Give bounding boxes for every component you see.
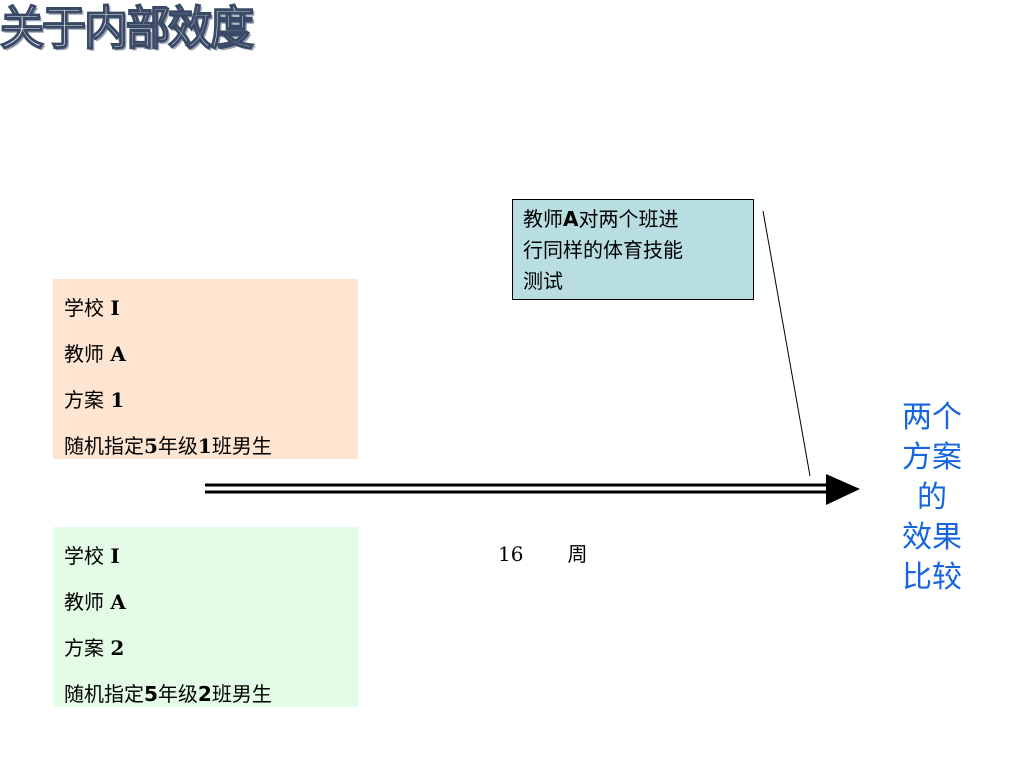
note-line-2: 行同样的体育技能 xyxy=(523,238,683,262)
note-line-1: 教师A对两个班进 xyxy=(523,207,679,231)
note-box: 教师A对两个班进 行同样的体育技能 测试 xyxy=(512,199,754,300)
duration-number: 16 xyxy=(498,542,524,566)
slide-title: 关于内部效度 xyxy=(0,1,255,56)
plan-2-teacher: 教师 A xyxy=(64,590,126,614)
duration-label: 16 周 xyxy=(498,538,587,567)
plan-1-box: 学校 I 教师 A 方案 1 随机指定5年级1班男生 xyxy=(53,279,358,459)
plan-2-school: 学校 I xyxy=(64,544,120,568)
result-line: 效果 xyxy=(902,520,962,555)
callout-line xyxy=(762,210,811,477)
plan-2-assignment: 随机指定5年级2班男生 xyxy=(64,682,272,706)
duration-unit: 周 xyxy=(567,542,588,566)
result-line: 比较 xyxy=(902,560,962,595)
plan-1-teacher: 教师 A xyxy=(64,342,126,366)
result-line: 两个 xyxy=(902,400,962,435)
result-line: 方案 xyxy=(902,440,962,475)
plan-2-scheme: 方案 2 xyxy=(64,636,125,660)
plan-2-box: 学校 I 教师 A 方案 2 随机指定5年级2班男生 xyxy=(53,527,358,707)
result-line: 的 xyxy=(917,480,947,515)
right-arrow-icon xyxy=(205,474,860,505)
note-line-3: 测试 xyxy=(523,269,563,293)
plan-1-school: 学校 I xyxy=(64,296,120,320)
plan-1-assignment: 随机指定5年级1班男生 xyxy=(64,434,272,458)
plan-1-scheme: 方案 1 xyxy=(64,388,125,412)
result-label: 两个 方案 的 效果 比较 xyxy=(888,398,976,598)
